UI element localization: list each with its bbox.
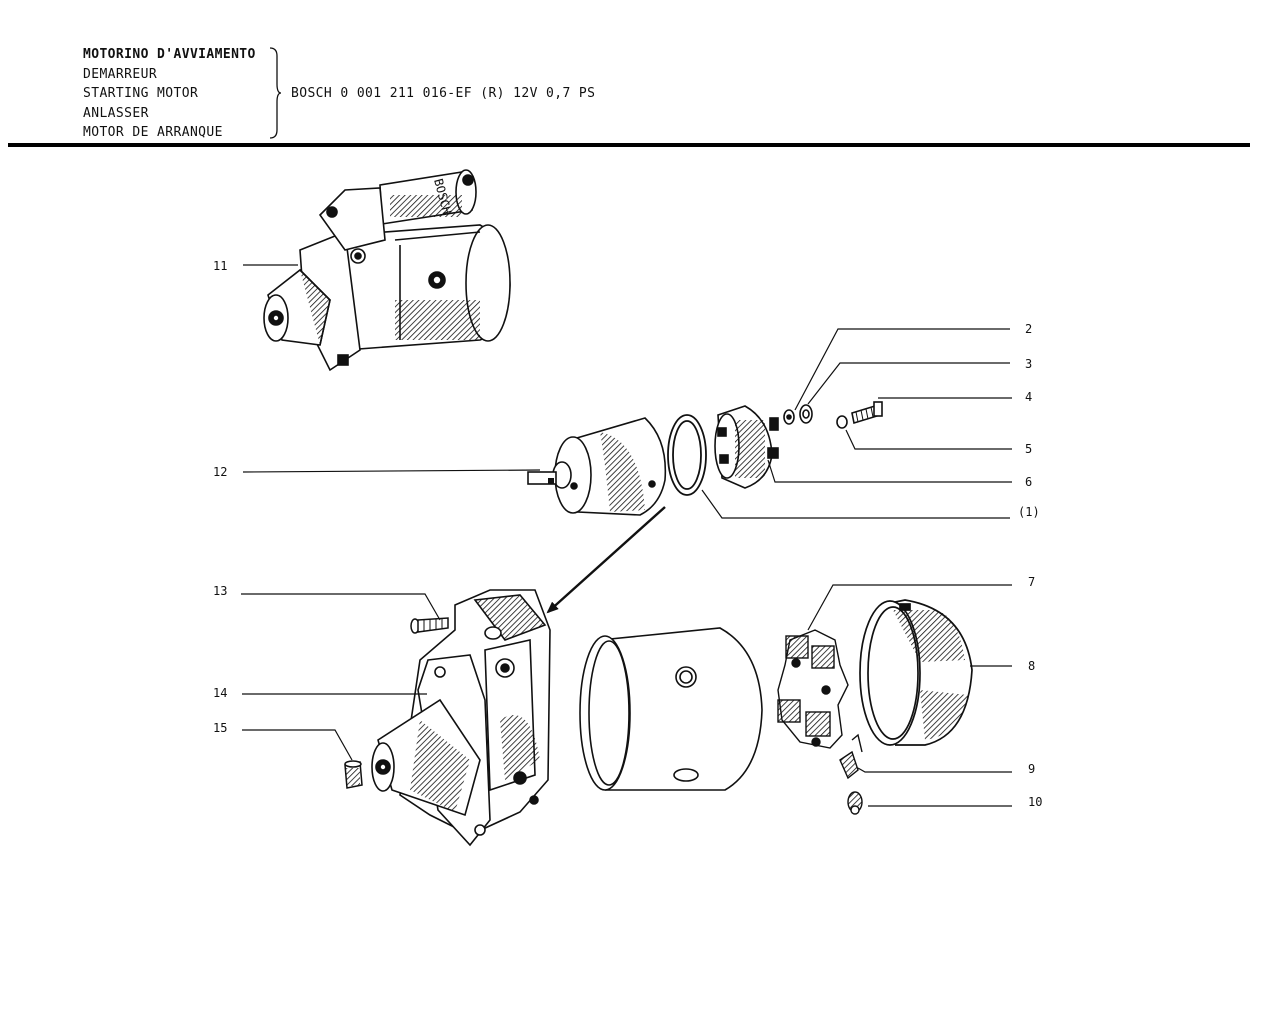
title-italian: MOTORINO D'AVVIAMENTO — [83, 47, 256, 62]
assembly-arrow — [546, 506, 666, 614]
title-french: DEMARREUR — [83, 66, 158, 82]
callout-12: 12 — [213, 465, 227, 479]
title-spanish: MOTOR DE ARRANQUE — [83, 125, 223, 141]
assembled-starter-motor — [263, 169, 511, 372]
hardware-small — [783, 401, 883, 429]
solenoid-cap — [714, 405, 779, 489]
header-titles: MOTORINO D'AVVIAMENTO DEMARREUR STARTING… — [83, 45, 256, 143]
solenoid — [527, 417, 667, 516]
callout-2: 2 — [1025, 322, 1032, 336]
bushing — [344, 760, 363, 789]
brace-icon — [269, 47, 282, 139]
callout-4: 4 — [1025, 390, 1032, 404]
brush-clip — [847, 791, 863, 815]
header-rule — [8, 143, 1250, 147]
callout-14: 14 — [213, 686, 227, 700]
drive-end-bracket — [371, 589, 551, 847]
title-english: STARTING MOTOR — [83, 86, 199, 102]
callout-7: 7 — [1028, 575, 1035, 589]
callout-9: 9 — [1028, 762, 1035, 776]
end-cover — [859, 599, 973, 746]
o-ring — [667, 414, 707, 496]
yoke-housing — [579, 627, 763, 791]
callout-1: (1) — [1018, 505, 1040, 519]
callout-5: 5 — [1025, 442, 1032, 456]
callout-15: 15 — [213, 721, 227, 735]
callout-3: 3 — [1025, 357, 1032, 371]
callout-10: 10 — [1028, 795, 1042, 809]
brush-holder — [777, 629, 849, 749]
title-german: ANLASSER — [83, 105, 149, 121]
callout-6: 6 — [1025, 475, 1032, 489]
callout-8: 8 — [1028, 659, 1035, 673]
brush-spring — [839, 733, 863, 780]
callout-11: 11 — [213, 259, 227, 273]
callout-13: 13 — [213, 584, 227, 598]
part-spec: BOSCH 0 001 211 016-EF (R) 12V 0,7 PS — [291, 86, 596, 101]
mounting-screw — [410, 617, 449, 634]
leader-lines — [241, 264, 1012, 807]
